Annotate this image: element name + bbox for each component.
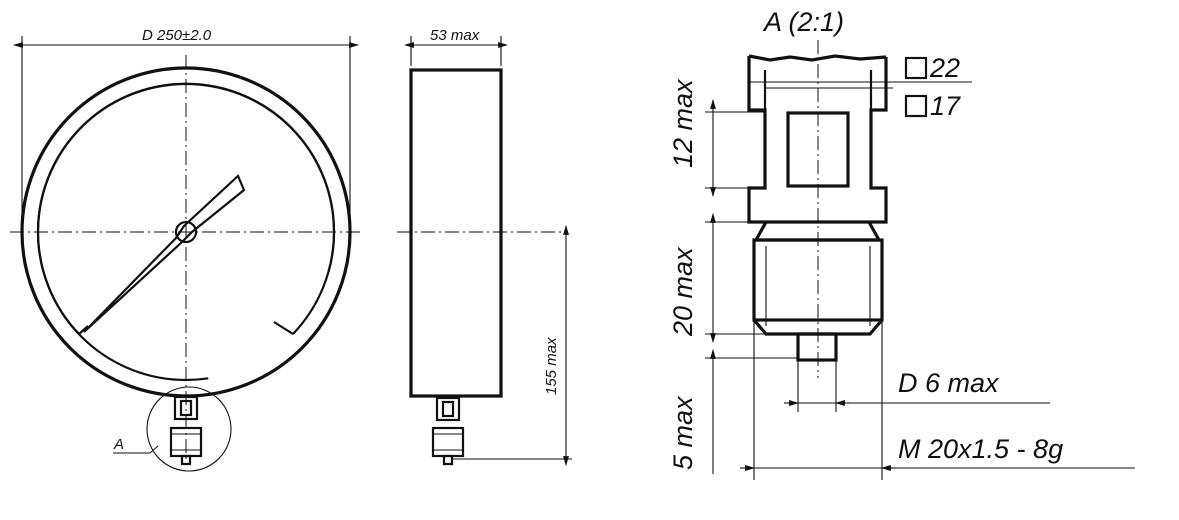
diameter-label: D 250±2.0 (142, 27, 212, 44)
square-17-label: 17 (930, 91, 961, 121)
detail-view: A (2:1) 22 17 12 max 20 ma (668, 7, 1135, 480)
height-label: 155 max (543, 337, 560, 395)
dim-5-label: 5 max (668, 395, 698, 470)
side-socket (431, 396, 465, 466)
pin-diameter-label: D 6 max (898, 368, 1000, 398)
dim-20-label: 20 max (668, 246, 698, 337)
scale-start-mark (78, 325, 89, 335)
detail-a-leader-tail (149, 445, 159, 454)
square-symbol-17 (904, 94, 928, 118)
scale-end-mark (273, 321, 294, 335)
break-line (748, 54, 887, 62)
front-view: D 250±2.0 A (10, 27, 362, 472)
detail-title: A (2:1) (762, 7, 844, 37)
pointer-needle (83, 174, 246, 333)
thread-label: M 20x1.5 - 8g (898, 434, 1063, 464)
side-view: 53 max 155 max (397, 27, 572, 466)
square-22-label: 22 (929, 53, 960, 83)
square-symbol-22 (904, 56, 928, 80)
dim-12-label: 12 max (668, 78, 698, 168)
case-side (409, 68, 503, 398)
pin (796, 332, 838, 362)
detail-a-circle (146, 386, 232, 472)
depth-label: 53 max (430, 27, 480, 44)
front-socket (169, 395, 203, 466)
detail-a-label: A (113, 436, 124, 453)
